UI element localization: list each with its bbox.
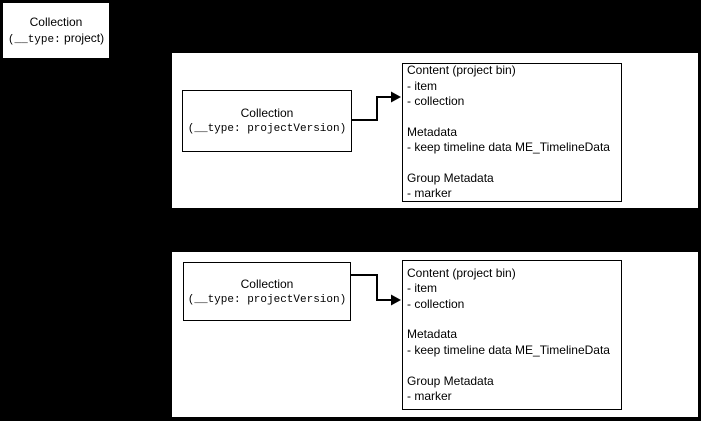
content-line: Group Metadata [407,170,494,185]
content-line: - item [407,78,437,93]
content-line: - collection [407,94,465,109]
project-collection-type: (__type: project) [8,30,104,48]
collection-version-title: Collection [240,106,294,120]
content-line [407,156,617,171]
content-line: Content (project bin) [407,265,516,280]
project-collection-title: Collection [29,14,83,29]
collection-version-type: (__type: projectVersion) [187,123,347,135]
content-line: - keep timeline data ME_TimelineData [407,342,610,357]
content-line: Metadata [407,124,458,139]
content-line: - item [407,281,437,296]
content-line: - marker [407,186,452,201]
content-box: Content (project bin) - item - collectio… [402,260,622,410]
content-line [407,312,617,327]
collection-version-box: Collection (__type: projectVersion) [182,90,352,152]
collection-version-title: Collection [240,276,294,291]
panel-bottom: Collection (__type: projectVersion) Cont… [170,250,700,419]
content-line: Group Metadata [407,373,494,388]
panel-top: Collection (__type: projectVersion) Cont… [170,51,700,210]
collection-version-box: Collection (__type: projectVersion) [183,262,351,321]
content-line: Metadata [407,327,458,342]
content-line [407,109,617,124]
content-line: - marker [407,388,452,403]
collection-version-type: (__type: projectVersion) [187,293,347,306]
content-line: - keep timeline data ME_TimelineData [407,140,610,155]
content-line: Content (project bin) [407,63,516,78]
project-type-rest-text: project) [60,30,105,45]
project-collection-box: Collection (__type: project) [2,2,110,59]
content-line: - collection [407,296,465,311]
content-line [407,358,617,373]
content-box: Content (project bin) - item - collectio… [402,63,622,202]
project-type-mono-text: (__type: [7,33,61,46]
